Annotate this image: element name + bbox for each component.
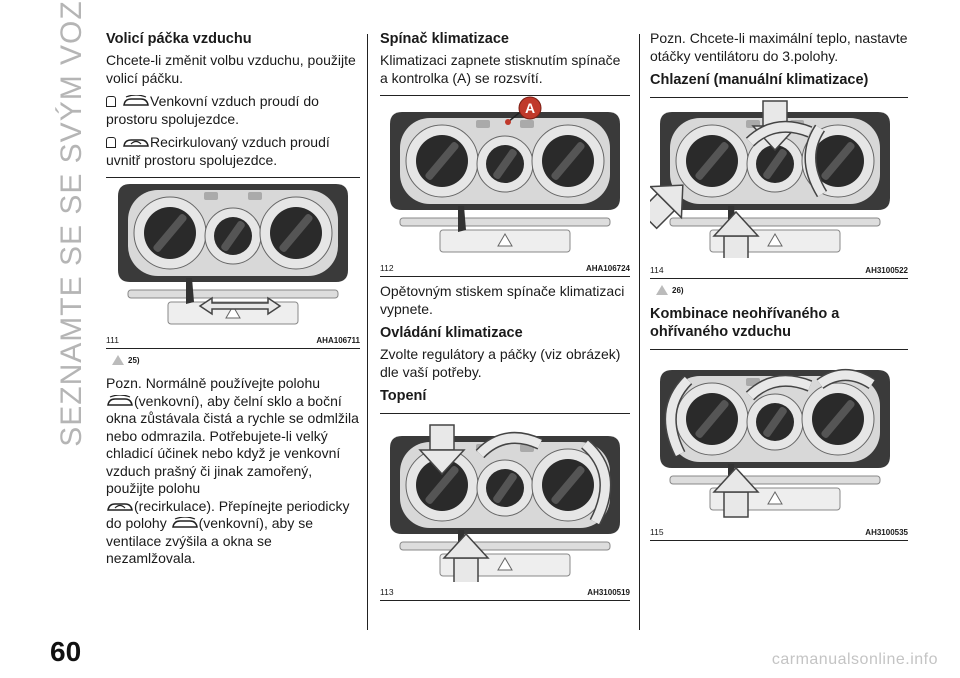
recirc-air-icon <box>123 139 149 147</box>
heading-heating: Topení <box>380 388 427 404</box>
figure-113: 113 AH3100519 <box>380 413 630 601</box>
figure-number: 112 <box>380 263 394 273</box>
note-paragraph: Pozn. Normálně používejte polohu (venkov… <box>106 375 359 566</box>
lever-icon <box>106 96 116 107</box>
figure-code: AH3100519 <box>587 588 630 597</box>
intro-text: Chcete-li změnit volbu vzduchu, použijte… <box>106 52 356 86</box>
figure-code: AHA106711 <box>316 336 360 345</box>
recirc-air-icon <box>107 502 133 511</box>
heading-air-mix: Kombinace neohřívaného a ohřívaného vzdu… <box>650 306 840 340</box>
outside-air-item: Venkovní vzduch proudí do prostoru spolu… <box>106 93 319 127</box>
heading-air-selector: Volicí páčka vzduchu <box>106 31 252 47</box>
max-heat-note: Pozn. Chcete-li maximální teplo, nastavt… <box>650 30 908 64</box>
figure-114: 114 AH3100522 <box>650 97 908 279</box>
hvac-panel-illustration <box>380 424 630 582</box>
figure-number: 111 <box>106 335 119 345</box>
warning-icon <box>656 285 668 295</box>
figure-number: 113 <box>380 587 394 597</box>
figure-number: 115 <box>650 527 664 537</box>
ac-off-text: Opětovným stiskem spínače klimatizaci vy… <box>380 283 625 317</box>
hvac-panel-illustration <box>650 363 900 518</box>
outside-air-icon <box>123 95 149 106</box>
column-divider <box>367 34 368 630</box>
recirc-air-item: Recirkulovaný vzduch proudí uvnitř prost… <box>106 134 330 168</box>
figure-111: 111 AHA106711 <box>106 177 360 349</box>
warning-note-ref: 25) <box>112 355 360 365</box>
side-section-title: SEZNAMTE SE SE SVÝM VOZEM <box>52 0 92 447</box>
callout-label-a: A <box>525 100 535 116</box>
watermark: carmanualsonline.info <box>771 651 938 668</box>
warning-icon <box>112 355 124 365</box>
column-2: Spínač klimatizace Klimatizaci zapnete s… <box>380 30 630 607</box>
figure-code: AHA106724 <box>585 264 630 273</box>
figure-112: A 112 AHA106724 <box>380 95 630 277</box>
column-divider <box>639 34 640 630</box>
heading-ac-control: Ovládání klimatizace <box>380 325 523 341</box>
page-number: 60 <box>50 636 82 667</box>
heading-ac-switch: Spínač klimatizace <box>380 31 509 47</box>
hvac-panel-illustration <box>107 178 359 328</box>
column-3: Pozn. Chcete-li maximální teplo, nastavt… <box>650 30 908 547</box>
hvac-panel-illustration: A <box>380 96 630 256</box>
outside-air-icon <box>171 517 198 528</box>
lever-icon <box>106 137 116 148</box>
figure-code: AH3100522 <box>865 266 908 275</box>
side-title-text: SEZNAMTE SE SE SVÝM VOZEM <box>55 0 88 447</box>
figure-number: 114 <box>650 265 664 275</box>
heading-cooling: Chlazení (manuální klimatizace) <box>650 72 869 88</box>
column-1: Volicí páčka vzduchu Chcete-li změnit vo… <box>106 30 360 574</box>
figure-115: 115 AH3100535 <box>650 349 908 541</box>
warning-note-ref: 26) <box>656 285 908 295</box>
hvac-panel-illustration <box>650 100 900 258</box>
figure-code: AH3100535 <box>865 528 908 537</box>
outside-air-icon <box>107 394 133 406</box>
ac-control-text: Zvolte regulátory a páčky (viz obrázek) … <box>380 346 621 380</box>
ac-switch-text: Klimatizaci zapnete stisknutím spínače a… <box>380 52 621 86</box>
